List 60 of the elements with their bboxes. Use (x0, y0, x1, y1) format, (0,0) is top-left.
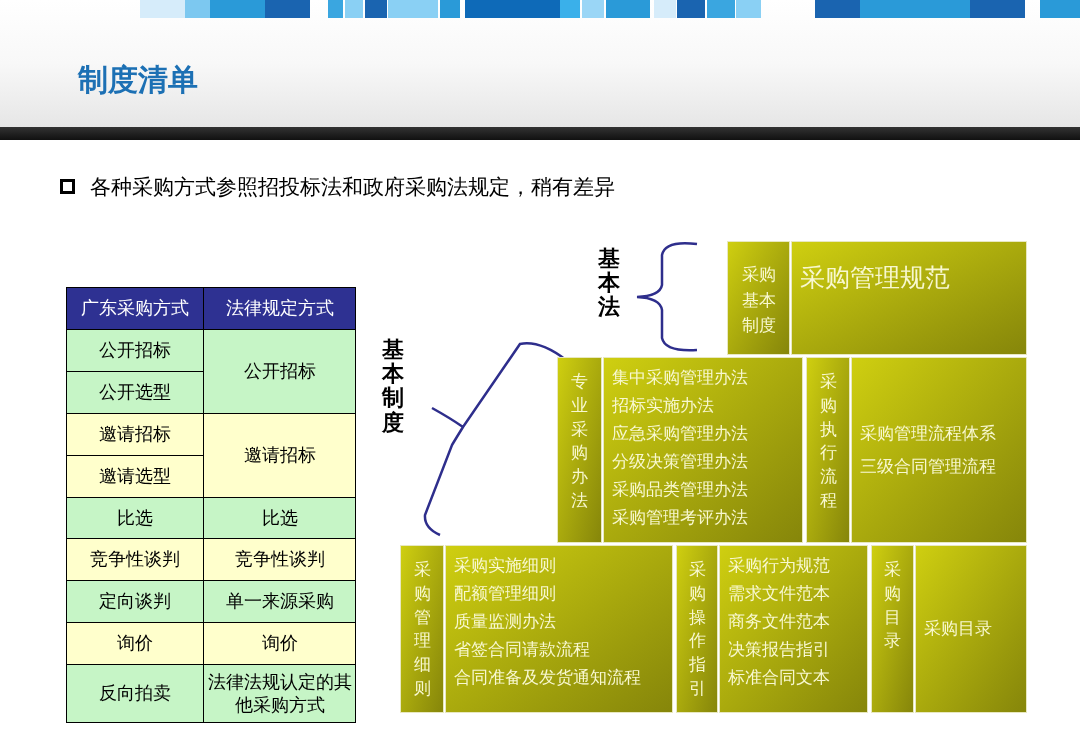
category-label: 专业采购办法 (571, 370, 588, 512)
category-label: 采购操作指引 (688, 558, 706, 700)
table-cell: 比选 (203, 497, 356, 539)
table-cell: 询价 (203, 622, 356, 665)
document-item: 采购管理流程体系 (860, 421, 996, 445)
table-header: 广东采购方式 (66, 287, 204, 330)
table-cell: 邀请招标 (203, 413, 356, 498)
note-text: 各种采购方式参照招投标法和政府采购法规定，稍有差异 (90, 174, 615, 201)
document-item: 标准合同文本 (728, 666, 830, 689)
table-cell: 法律法规认定的其他采购方式 (203, 664, 356, 723)
category-label: 采购目录 (884, 558, 901, 653)
page-title: 制度清单 (78, 61, 198, 99)
document-item: 集中采购管理办法 (612, 366, 748, 389)
content-title: 采购管理规范 (800, 262, 950, 294)
document-item: 需求文件范本 (728, 582, 830, 605)
content-box (851, 357, 1027, 543)
bracket-label: 基本制度 (382, 338, 404, 435)
table-cell: 邀请招标 (66, 413, 204, 456)
document-item: 应急采购管理办法 (612, 422, 748, 445)
category-label: 采购管理细则 (413, 558, 431, 700)
table-cell: 反向拍卖 (66, 664, 204, 723)
document-item: 商务文件范本 (728, 610, 830, 633)
content-box (445, 545, 673, 713)
category-label: 采购基本制度 (741, 263, 776, 337)
content-box (915, 545, 1027, 713)
document-item: 采购行为规范 (728, 554, 830, 577)
document-item: 省签合同请款流程 (454, 638, 590, 661)
document-item: 合同准备及发货通知流程 (454, 666, 641, 689)
document-item: 招标实施办法 (612, 394, 714, 417)
document-item: 采购实施细则 (454, 554, 556, 577)
table-cell: 定向谈判 (66, 580, 204, 623)
table-cell: 公开招标 (203, 329, 356, 414)
document-item: 质量监测办法 (454, 610, 556, 633)
document-item: 采购目录 (924, 617, 992, 641)
document-item: 采购品类管理办法 (612, 478, 748, 501)
category-box (727, 241, 790, 355)
table-cell: 公开选型 (66, 371, 204, 414)
table-cell: 竞争性谈判 (203, 538, 356, 581)
table-cell: 邀请选型 (66, 455, 204, 498)
table-header: 法律规定方式 (203, 287, 356, 330)
document-item: 决策报告指引 (728, 638, 830, 661)
document-item: 分级决策管理办法 (612, 450, 748, 473)
document-item: 三级合同管理流程 (860, 455, 996, 478)
table-cell: 比选 (66, 497, 204, 539)
content-box (603, 357, 803, 543)
document-item: 配额管理细则 (454, 582, 556, 605)
category-label: 采购执行流程 (819, 370, 837, 512)
table-cell: 单一来源采购 (203, 580, 356, 623)
category-box (871, 545, 914, 713)
table-cell: 竞争性谈判 (66, 538, 204, 581)
table-cell: 询价 (66, 622, 204, 665)
table-cell: 公开招标 (66, 329, 204, 372)
category-box (557, 357, 602, 543)
content-box (719, 545, 868, 713)
category-box (400, 545, 444, 713)
content-box (791, 241, 1027, 355)
bracket-label: 基本法 (598, 247, 620, 320)
category-box (676, 545, 718, 713)
category-box (806, 357, 850, 543)
document-item: 采购管理考评办法 (612, 506, 748, 529)
